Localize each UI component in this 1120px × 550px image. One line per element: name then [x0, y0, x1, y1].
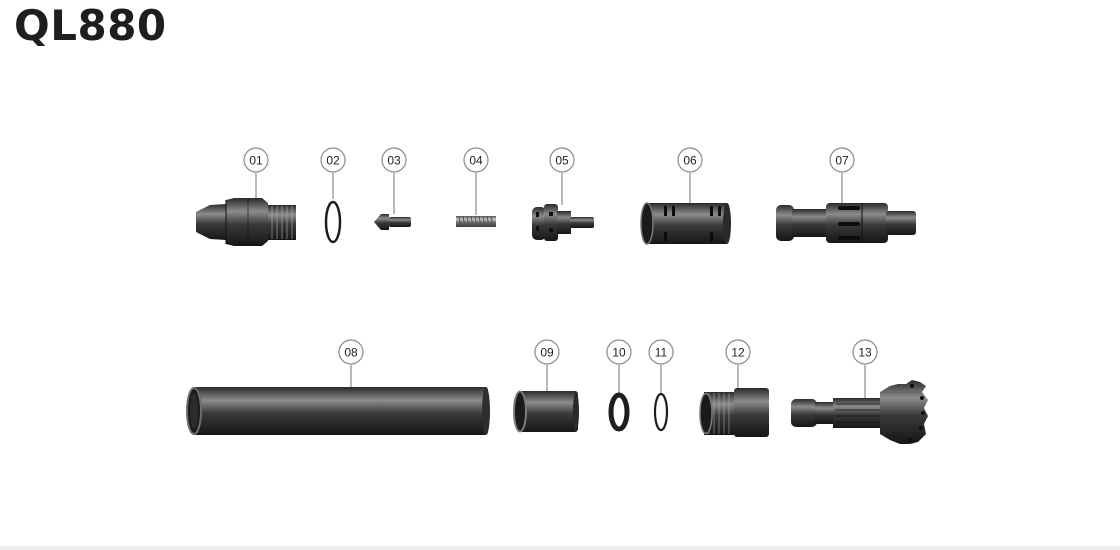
callout-09: 09: [534, 339, 560, 391]
top-sub-part-01: [196, 198, 296, 246]
callout-label: 04: [469, 154, 483, 168]
o-ring-part-11: [653, 392, 669, 432]
callout-10: 10: [606, 339, 632, 394]
piston-part-07: [776, 203, 916, 243]
spring-part-04: [456, 215, 496, 228]
retaining-ring-part-10: [608, 392, 630, 432]
callout-01: 01: [243, 147, 269, 204]
drill-bit-part-13: [791, 380, 928, 444]
outer-tube-part-08: [186, 387, 490, 435]
callout-03: 03: [381, 147, 407, 214]
inner-cylinder-part-06: [640, 202, 731, 245]
page-title: QL880: [14, 1, 167, 50]
callout-07: 07: [829, 147, 855, 208]
callout-06: 06: [677, 147, 703, 203]
callout-04: 04: [463, 147, 489, 215]
callout-13: 13: [852, 339, 878, 400]
o-ring-part-02: [324, 200, 342, 244]
callout-08: 08: [338, 339, 364, 387]
check-valve-part-05: [532, 204, 594, 241]
callout-label: 06: [683, 154, 697, 168]
callout-label: 05: [555, 154, 569, 168]
callout-02: 02: [320, 147, 346, 199]
callout-label: 02: [326, 154, 340, 168]
guide-sleeve-part-09: [513, 390, 579, 433]
callout-label: 01: [249, 154, 263, 168]
callout-11: 11: [648, 339, 674, 394]
callout-label: 08: [344, 346, 358, 360]
callout-label: 12: [731, 346, 745, 360]
valve-pin-part-03: [374, 214, 411, 230]
callout-label: 10: [612, 346, 626, 360]
callout-label: 13: [858, 346, 872, 360]
callout-label: 07: [835, 154, 849, 168]
bottom-divider: [0, 546, 1120, 550]
callout-label: 09: [540, 346, 554, 360]
callout-12: 12: [725, 339, 751, 390]
callout-05: 05: [549, 147, 575, 205]
callout-label: 11: [655, 346, 668, 360]
callout-label: 03: [387, 154, 401, 168]
driver-sub-part-12: [699, 388, 769, 437]
